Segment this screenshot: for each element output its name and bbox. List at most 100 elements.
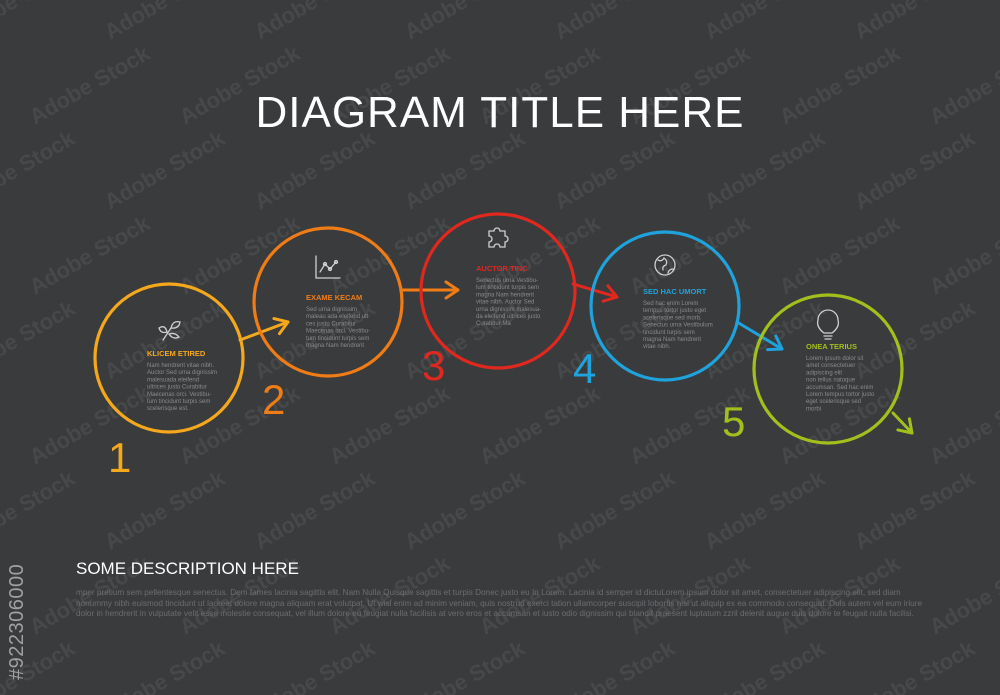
step-title: AUCTOR TINC xyxy=(476,264,528,273)
step-text-line: eget scelerisque sed xyxy=(806,399,861,405)
watermark-text: Adobe Stock xyxy=(700,635,830,695)
watermark-text: Adobe Stock xyxy=(0,465,80,554)
step-number: 2 xyxy=(262,376,285,423)
watermark-text: Adobe Stock xyxy=(400,125,530,214)
step-text-line: tincidunt turpis sem xyxy=(643,330,695,336)
watermark-text: Adobe Stock xyxy=(100,635,230,695)
watermark-text: Adobe Stock xyxy=(400,465,530,554)
step-text-line: Maecenas orci. Vestibu- xyxy=(306,329,370,335)
arrow-head-icon xyxy=(272,317,290,336)
step-text-line: ultrices justo Curabitur xyxy=(147,385,207,391)
step-text-line: urna dignissim malesua- xyxy=(476,307,541,313)
step-title: SED HAC UMORT xyxy=(643,287,707,296)
watermark-text: Adobe Stock xyxy=(0,0,80,44)
watermark-text: Adobe Stock xyxy=(850,125,980,214)
step-text-line: magna Nam hendrerit xyxy=(643,337,701,343)
watermark-text: Adobe Stock xyxy=(250,635,380,695)
watermark-text: Adobe Stock xyxy=(250,0,380,44)
watermark-text: Adobe Stock xyxy=(0,295,80,384)
step-text-line: da eleifend ultrices justo xyxy=(476,314,541,320)
watermark-text: Adobe Stock xyxy=(550,635,680,695)
watermark-text: Adobe Stock xyxy=(100,0,230,44)
step-text-line: non tellus natoque xyxy=(806,378,856,384)
step-circle xyxy=(252,226,404,378)
watermark-text: Adobe Stock xyxy=(475,40,605,129)
watermark-text: Adobe Stock xyxy=(325,380,455,469)
leaf-plant-icon xyxy=(158,320,181,341)
step-text-line: malesuada eleifend xyxy=(147,377,199,383)
step-text-line: Sed urna dignissim xyxy=(306,307,357,313)
step-text-line: scelerisque sed morb. xyxy=(643,315,702,321)
step-text-line: Lorem tempus tortor justo xyxy=(806,392,875,398)
watermark-text: Adobe Stock xyxy=(400,0,530,44)
arrow-head-icon xyxy=(896,417,914,435)
step-text-line: lum tincidunt turpis sem xyxy=(476,285,539,291)
arrow-connector xyxy=(571,282,619,299)
watermark-text: Adobe Stock xyxy=(0,125,80,214)
step-text-line: Nam hendrerit vitae nibh. xyxy=(147,363,214,369)
step-number: 5 xyxy=(722,398,745,445)
watermark-text: Adobe Stock xyxy=(925,380,1000,469)
step-text-line: ces justo Curabitur xyxy=(306,321,356,327)
step-text-line: Sed hac enim Lorem xyxy=(643,301,698,307)
watermark-text: Adobe Stock xyxy=(925,40,1000,129)
watermark-text: Adobe Stock xyxy=(850,0,980,44)
watermark-text: Adobe Stock xyxy=(250,125,380,214)
step-circle xyxy=(419,212,577,370)
step-text-line: adipiscing elit xyxy=(806,370,842,376)
arrow-connector xyxy=(735,320,784,351)
step-text-line: magna Nam hendrerit xyxy=(306,343,364,349)
watermark-text: Adobe Stock xyxy=(550,0,680,44)
stock-id-watermark: #922306000 xyxy=(6,563,28,680)
watermark-text: Adobe Stock xyxy=(700,125,830,214)
arrow-head-icon xyxy=(766,334,784,352)
globe-icon xyxy=(654,254,676,276)
watermark-text: Adobe Stock xyxy=(850,465,980,554)
step-text-line: maleau ada eleifend ult xyxy=(306,314,368,320)
step-number: 4 xyxy=(573,345,596,392)
step-text-line: Curabitur Ma xyxy=(476,321,511,327)
step-title: EXAME KECAM xyxy=(306,293,362,302)
watermark-text: Adobe Stock xyxy=(100,125,230,214)
lightbulb-icon xyxy=(816,309,840,340)
watermark-text: Adobe Stock xyxy=(700,0,830,44)
step-text-line: vitae nibh. Auctor Sed xyxy=(476,300,534,306)
step-text-line: amet consectetuer xyxy=(806,363,855,369)
arrow-head-icon xyxy=(601,284,619,303)
arrow-connector xyxy=(891,411,914,435)
watermark-text: Adobe Stock xyxy=(700,465,830,554)
step-text-line: Senectus urna Vestibu- xyxy=(476,278,538,284)
step-text-line: accumsan. Sed hac enim xyxy=(806,385,873,391)
watermark-text: Adobe Stock xyxy=(400,635,530,695)
arrow-head-icon xyxy=(444,280,460,300)
watermark-text: Adobe Stock xyxy=(25,210,155,299)
description-title: SOME DESCRIPTION HERE xyxy=(76,559,299,578)
watermark-text: Adobe Stock xyxy=(550,125,680,214)
watermark-text: Adobe Stock xyxy=(325,210,455,299)
watermark-text: Adobe Stock xyxy=(850,635,980,695)
watermark-text: Adobe Stock xyxy=(175,210,305,299)
step-circle xyxy=(589,230,741,382)
step-text-line: Maecenas orci. Vestibu- xyxy=(147,392,211,398)
step-text-line: Lorem ipsum dolor sit xyxy=(806,356,864,362)
description-body: mper pretium sem pellentesque senectus. … xyxy=(76,588,922,618)
watermark-text: Adobe Stock xyxy=(250,465,380,554)
step-number: 3 xyxy=(422,342,445,389)
step-text-line: tempus tortor justo eget xyxy=(643,308,706,314)
watermark-text: Adobe Stock xyxy=(925,210,1000,299)
step-text-line: Auctor Sed urna dignissim xyxy=(147,370,217,376)
step-text-line: tum tincidunt turpis sem xyxy=(306,336,369,342)
watermark-text: Adobe Stock xyxy=(475,380,605,469)
step-text-line: vitae nibh. xyxy=(643,344,671,350)
diagram-title: DIAGRAM TITLE HERE xyxy=(255,88,745,137)
watermark-text: Adobe Stock xyxy=(775,210,905,299)
watermark-text: Adobe Stock xyxy=(775,40,905,129)
watermark-text: Adobe Stock xyxy=(550,465,680,554)
watermark-text: Adobe Stock xyxy=(325,40,455,129)
step-text-line: scelerisque est. xyxy=(147,406,189,412)
step-title: ONEA TERIUS xyxy=(806,342,857,351)
arrow-connector xyxy=(238,320,290,342)
